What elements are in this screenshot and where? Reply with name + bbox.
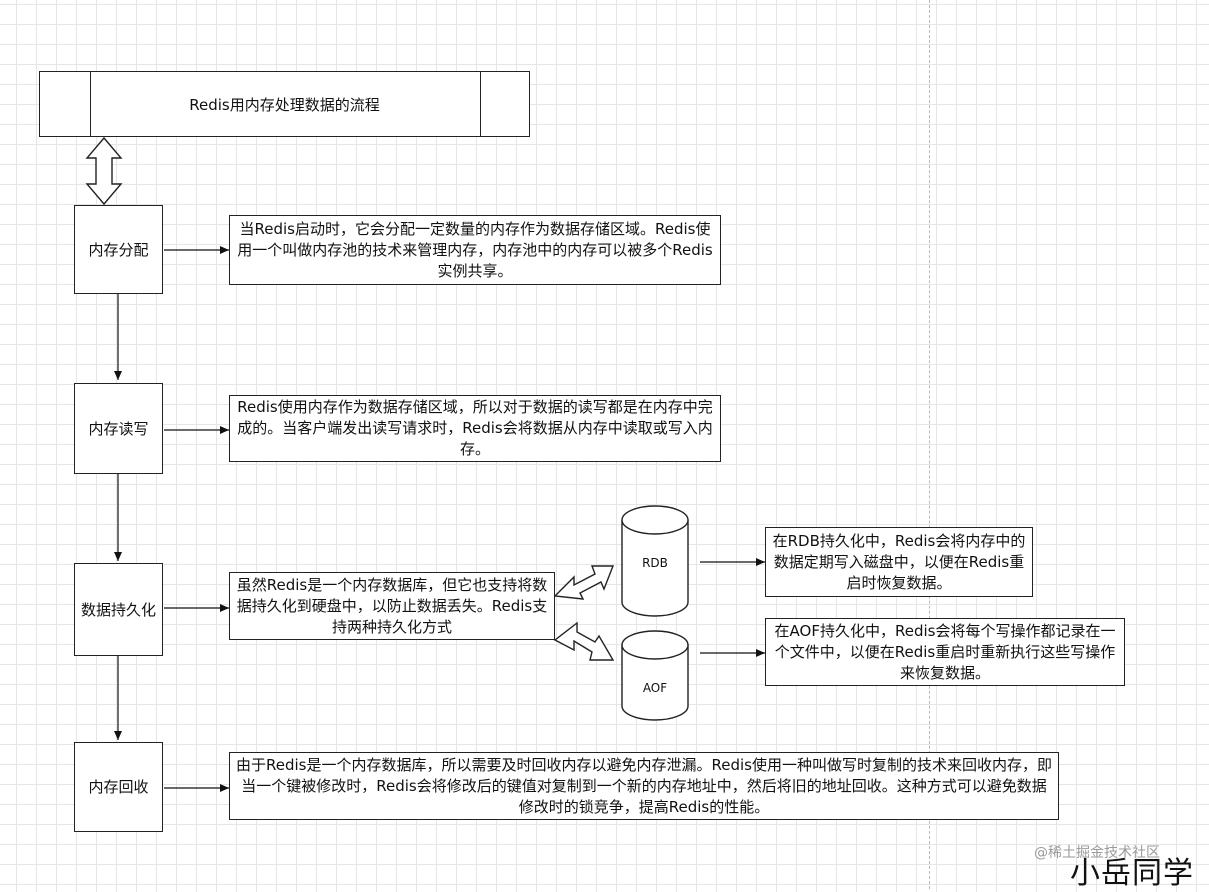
step-memory-read-write: 内存读写 xyxy=(74,383,163,474)
watermark-site: @稀土掘金技术社区 xyxy=(1034,845,1160,861)
desc-data-persistence: 虽然Redis是一个内存数据库，但它也支持将数据持久化到硬盘中，以防止数据丢失。… xyxy=(229,572,555,640)
step-label: 数据持久化 xyxy=(81,600,157,619)
desc-aof: 在AOF持久化中，Redis会将每个写操作都记录在一个文件中，以便在Redis重… xyxy=(765,618,1125,686)
desc-rdb: 在RDB持久化中，Redis会将内存中的数据定期写入磁盘中，以便在Redis重启… xyxy=(765,527,1033,597)
page-divider xyxy=(929,0,930,889)
watermark-author: 小岳同学 xyxy=(1070,856,1194,891)
rdb-cylinder xyxy=(621,505,689,617)
diagram-title: Redis用内存处理数据的流程 xyxy=(189,96,380,114)
desc-memory-read-write: Redis使用内存作为数据存储区域，所以对于数据的读写都是在内存中完成的。当客户… xyxy=(229,395,721,462)
desc-memory-reclaim: 由于Redis是一个内存数据库，所以需要及时回收内存以避免内存泄漏。Redis使… xyxy=(229,752,1059,820)
step-label: 内存回收 xyxy=(88,778,149,796)
aof-cylinder xyxy=(621,630,689,721)
step-memory-allocation: 内存分配 xyxy=(74,205,163,294)
aof-label: AOF xyxy=(642,681,668,695)
step-label: 内存分配 xyxy=(88,240,149,259)
title-double-arrow xyxy=(85,136,123,206)
step-label: 内存读写 xyxy=(88,419,149,438)
title-box: Redis用内存处理数据的流程 xyxy=(39,71,530,137)
desc-memory-allocation: 当Redis启动时，它会分配一定数量的内存作为数据存储区域。Redis使用一个叫… xyxy=(229,215,721,285)
rdb-label: RDB xyxy=(642,556,668,570)
persist-rdb-double-arrow xyxy=(553,565,615,600)
step-memory-reclaim: 内存回收 xyxy=(74,742,163,832)
step-data-persistence: 数据持久化 xyxy=(74,563,163,656)
persist-aof-double-arrow xyxy=(553,621,615,661)
